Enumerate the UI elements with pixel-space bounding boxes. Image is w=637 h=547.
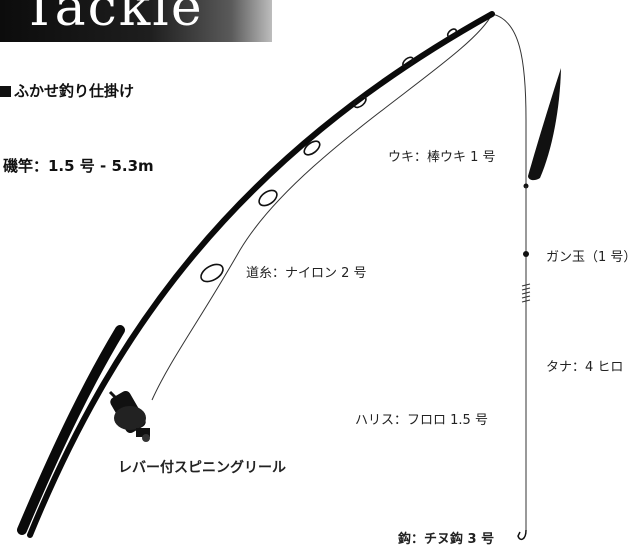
line-to-float [491, 13, 527, 186]
reel [108, 390, 150, 442]
section-heading: ふかせ釣り仕掛け [0, 80, 134, 101]
title-banner: Tackle [0, 0, 272, 42]
swivel-knot [521, 283, 531, 303]
depth-label: タナ：4 ヒロ [546, 360, 624, 375]
main-line [151, 13, 493, 401]
sinker-label: ガン玉（1 号） [546, 250, 637, 265]
rod-guides [200, 28, 458, 283]
banner-title: Tackle [22, 0, 204, 38]
reel-label: レバー付スピニングリール [118, 460, 286, 476]
float [528, 68, 561, 181]
hook [517, 529, 527, 541]
main-line-label: 道糸：ナイロン 2 号 [246, 266, 367, 281]
guide-ring [303, 140, 321, 156]
guide-ring [200, 263, 224, 283]
split-shot-sinker [523, 251, 529, 257]
guide-ring [258, 189, 278, 207]
leader-label: ハリス：フロロ 1.5 号 [355, 413, 488, 428]
float-label: ウキ：棒ウキ 1 号 [388, 150, 496, 165]
guide-ring [446, 28, 458, 38]
guide-ring [353, 95, 367, 109]
rod-blank [27, 11, 495, 538]
square-bullet-icon [0, 86, 11, 97]
guide-ring [402, 56, 414, 68]
hook-label: 鈎：チヌ鈎 3 号 [398, 532, 495, 547]
rod-butt [17, 325, 125, 535]
rod-label: 磯竿：1.5 号 - 5.3m [3, 157, 154, 175]
section-heading-text: ふかせ釣り仕掛け [14, 82, 135, 100]
